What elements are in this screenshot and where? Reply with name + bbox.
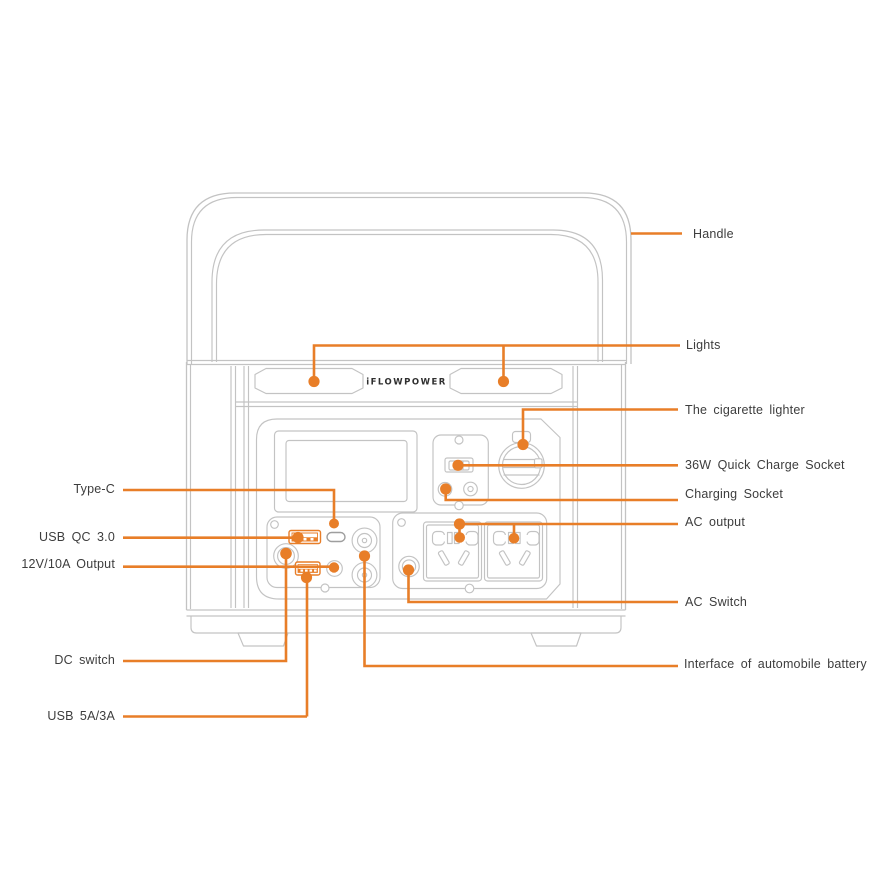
callout-dots bbox=[280, 375, 529, 584]
front-panel-outline bbox=[257, 419, 561, 599]
callout-dc-switch bbox=[123, 558, 286, 661]
callout-battery-interface bbox=[365, 556, 679, 666]
callout-usb-5a bbox=[123, 582, 307, 717]
label-ac-switch: AC Switch bbox=[685, 595, 748, 609]
callout-ac-switch bbox=[409, 570, 679, 602]
label-battery-interface: Interface of automobile battery bbox=[684, 657, 867, 671]
label-handle: Handle bbox=[693, 227, 734, 241]
type-c-port bbox=[327, 533, 345, 542]
brand-logo: iFLOWPOWER bbox=[366, 378, 447, 388]
label-charging-socket: Charging Socket bbox=[685, 487, 784, 501]
light-strip-left bbox=[255, 369, 363, 394]
label-ac-output: AC output bbox=[685, 515, 745, 529]
callout-cigarette-lighter bbox=[523, 410, 678, 445]
callout-type-c bbox=[123, 490, 334, 519]
label-type-c: Type-C bbox=[73, 482, 115, 496]
rubber-feet bbox=[238, 633, 581, 646]
charging-panel bbox=[433, 435, 488, 510]
callout-ac-output bbox=[460, 524, 679, 538]
callout-lights bbox=[314, 346, 680, 382]
label-dc-switch: DC switch bbox=[54, 653, 115, 667]
label-cigarette-lighter: The cigarette lighter bbox=[685, 403, 805, 417]
label-usb-qc: USB QC 3.0 bbox=[39, 530, 115, 544]
ac-outlet-left bbox=[424, 522, 482, 581]
light-strip-right bbox=[450, 369, 562, 394]
label-quick-charge: 36W Quick Charge Socket bbox=[685, 458, 845, 472]
callout-charging-socket bbox=[446, 489, 678, 500]
display-screen bbox=[275, 431, 418, 512]
handle-outline bbox=[187, 193, 631, 364]
label-usb-5a: USB 5A/3A bbox=[47, 709, 115, 723]
ac-panel bbox=[393, 513, 547, 593]
label-lights: Lights bbox=[686, 338, 721, 352]
body-outline bbox=[187, 361, 627, 634]
dc-ports-panel bbox=[267, 517, 380, 592]
label-12v-output: 12V/10A Output bbox=[21, 557, 115, 571]
